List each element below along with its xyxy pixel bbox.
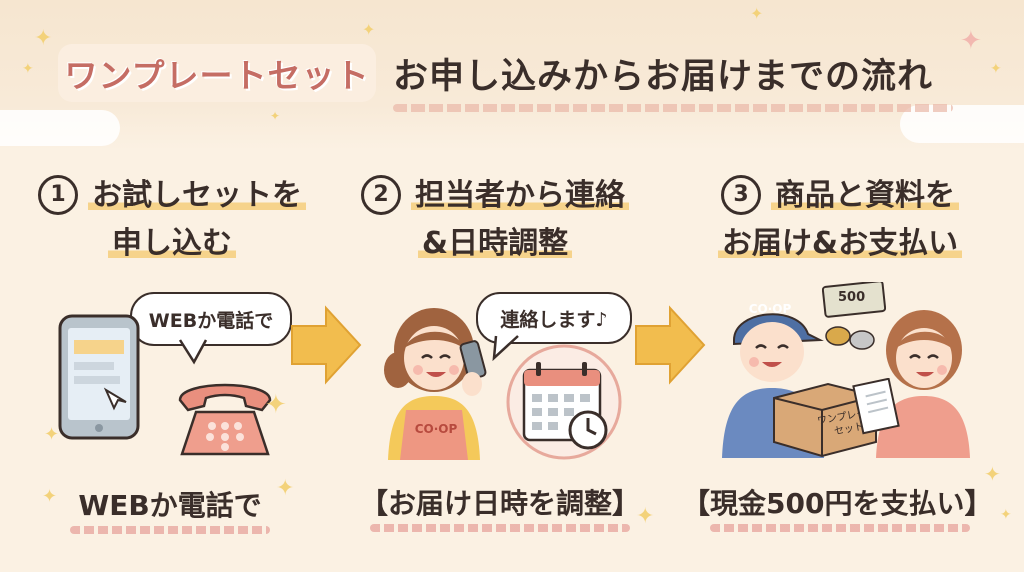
step-3-caption: 【現金500円を支払い】 [682,487,993,520]
sparkle-icon: ✦ [990,61,1002,77]
step-1-number: 1 [38,175,78,215]
sparkle-icon: ✦ [22,61,34,77]
banknote-icon [822,282,886,318]
step-2-title: 2 担当者から連絡 &日時調整 [340,172,650,268]
step-3-title-line1: 商品と資料を [771,178,959,213]
sparkle-icon: ✦ [44,424,60,445]
sparkle-icon: ✦ [1000,507,1012,523]
arrow-right-icon [635,305,706,385]
customer-woman-illustration [876,310,970,458]
apron-logo: CO·OP [414,422,458,436]
step-3-caption-underline [710,524,970,532]
sparkle-icon: ✦ [265,390,287,420]
sparkle-icon: ✦ [34,26,53,51]
sparkle-icon: ✦ [276,476,295,501]
step-2-bubble-text: 連絡します♪ [500,308,608,331]
step-2-title-line1: 担当者から連絡 [411,178,629,213]
sparkle-icon: ✦ [270,109,281,123]
step-3-title: 3 商品と資料を お届け&お支払い [680,172,1000,268]
title-pill-text: ワンプレートセット [64,56,370,95]
step-1-title: 1 お試しセットを 申し込む [22,172,322,268]
step-1-bubble-text: WEBか電話で [148,309,274,332]
sparkle-icon: ✦ [960,26,982,56]
bubble-tail [492,335,519,362]
step-2-caption-underline [370,524,630,532]
step-2-bubble: 連絡します♪ [476,292,632,344]
step-1-caption-underline [70,526,270,534]
step-3-title-line2: お届け&お支払い [717,226,963,261]
sparkle-icon: ✦ [984,462,1001,486]
step-1-caption: WEBか電話で [78,489,262,522]
box-icon [773,382,877,458]
step-1-title-line2: 申し込む [108,226,236,261]
sparkle-icon: ✦ [636,504,655,529]
step-2-caption: 【お届け日時を調整】 [359,487,640,520]
step-2-title-line2: &日時調整 [417,226,573,261]
clock-icon [568,410,608,450]
sparkle-icon: ✦ [750,4,764,23]
smartphone-icon [58,314,140,440]
arrow-right-icon [291,305,362,385]
telephone-icon [178,383,272,456]
step-2-number: 2 [361,175,401,215]
banknote-value: 500 [838,290,866,305]
step-3-number: 3 [721,175,761,215]
title-pill: ワンプレートセット [58,44,376,102]
cap-logo: CO·OP [748,302,792,316]
coin-icon [825,326,875,350]
bubble-tail [178,339,208,365]
staff-woman-illustration [384,308,487,460]
sparkle-icon: ✦ [362,20,376,39]
document-icon [852,378,900,435]
step-1-title-line1: お試しセットを [88,178,306,213]
sparkle-icon: ✦ [42,486,58,507]
page-title: お申し込みからお届けまでの流れ [393,56,934,97]
cloud-left [0,110,120,146]
title-underline [393,104,953,112]
